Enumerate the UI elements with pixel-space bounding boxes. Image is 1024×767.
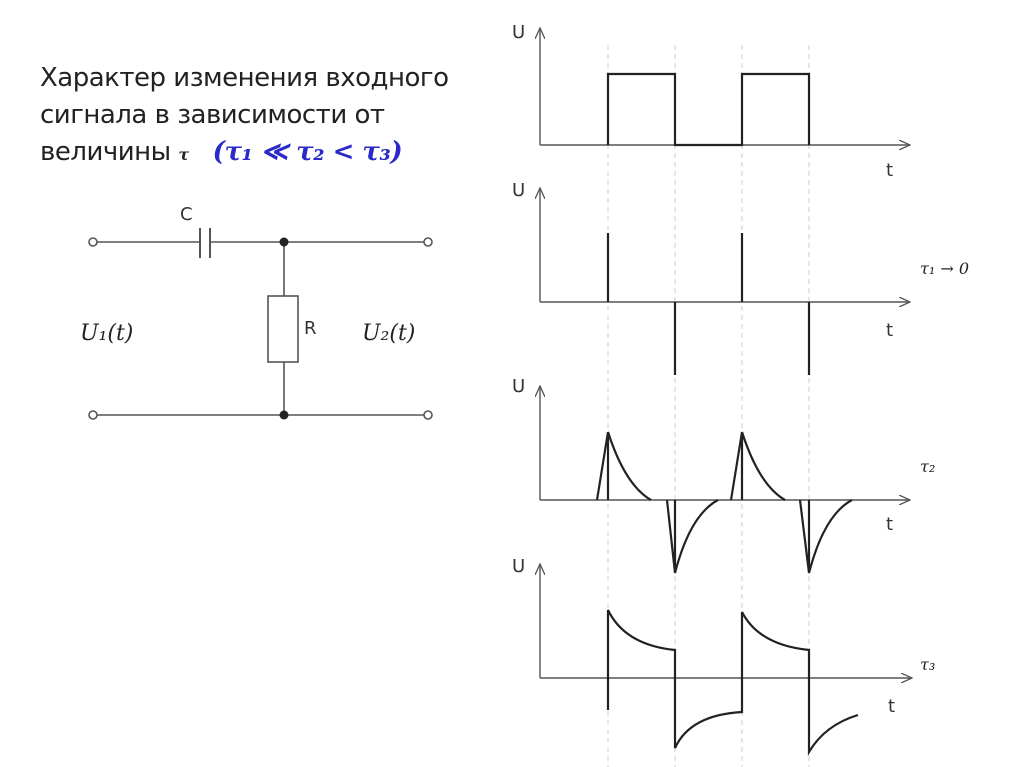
plot2-caption: τ₁ → 0 bbox=[920, 259, 969, 278]
node bbox=[279, 237, 289, 247]
output-tau3-wave bbox=[606, 609, 859, 757]
plot1-x-label: t bbox=[886, 160, 893, 181]
resistor-label: R bbox=[304, 318, 317, 339]
title-line-3: величины τ (τ₁ ≪ τ₂ < τ₃) bbox=[40, 134, 449, 173]
title-line-1: Характер изменения входного bbox=[40, 63, 449, 93]
plot3-x-label: t bbox=[886, 514, 893, 535]
plot1-y-label: U bbox=[512, 22, 525, 43]
plot3-caption: τ₂ bbox=[920, 457, 935, 476]
plot4-y-label: U bbox=[512, 556, 525, 577]
plot2-x-label: t bbox=[886, 320, 893, 341]
terminal bbox=[423, 410, 433, 420]
input-voltage-label: U₁(t) bbox=[80, 321, 133, 346]
title-line-3-text: величины bbox=[40, 137, 171, 167]
plot4-caption: τ₃ bbox=[920, 655, 935, 674]
terminal bbox=[88, 410, 98, 420]
plot3-y-label: U bbox=[512, 376, 525, 397]
slide-title: Характер изменения входного сигнала в за… bbox=[40, 60, 449, 173]
node bbox=[279, 410, 289, 420]
axes bbox=[540, 28, 912, 678]
plot4-x-label: t bbox=[888, 696, 895, 717]
output-voltage-label: U₂(t) bbox=[362, 321, 415, 346]
tau-symbol: τ bbox=[178, 145, 189, 164]
output-tau1-spikes bbox=[606, 233, 811, 375]
tau-condition: (τ₁ ≪ τ₂ < τ₃) bbox=[212, 137, 403, 167]
resistor bbox=[267, 295, 299, 363]
rc-circuit bbox=[88, 228, 433, 420]
title-line-2: сигнала в зависимости от bbox=[40, 100, 385, 130]
terminal bbox=[88, 237, 98, 247]
terminal bbox=[423, 237, 433, 247]
plot2-y-label: U bbox=[512, 180, 525, 201]
input-square-wave bbox=[606, 72, 811, 147]
output-tau2-pulses bbox=[595, 431, 853, 574]
capacitor-label: C bbox=[180, 204, 193, 225]
time-guides bbox=[607, 45, 810, 767]
